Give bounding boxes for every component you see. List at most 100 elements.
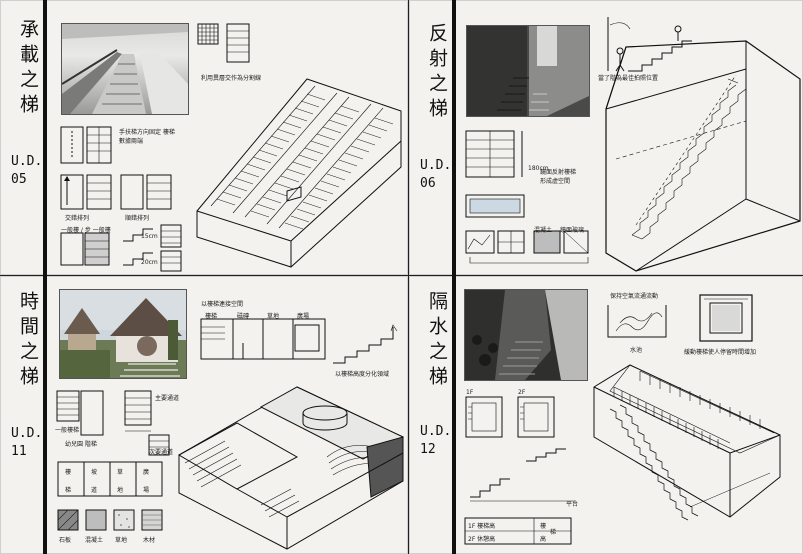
ud11-code: U.D. 11 xyxy=(11,425,42,461)
ud06-photo-mirror-stair xyxy=(466,25,590,117)
ud11-zone-table xyxy=(57,461,163,497)
ud12-plan-1f: 1F xyxy=(466,389,474,396)
ud12-title-char: 之 xyxy=(426,341,448,366)
ud12-isometric-stair xyxy=(593,364,781,521)
ud11-step-section xyxy=(333,324,398,364)
ud05-pattern-swatches xyxy=(197,23,250,63)
ud11-note-right-b: 次要通道 xyxy=(149,449,174,456)
ud11-note-right-a: 主要通道 xyxy=(155,395,180,402)
ud12-code-number: 12 xyxy=(420,442,436,457)
ud12-title: 隔水之梯 xyxy=(424,291,451,391)
ud12-photo-water-stair xyxy=(464,289,588,381)
ud05-title-char: 之 xyxy=(17,69,39,94)
ud06-title: 反射之梯 xyxy=(424,23,451,123)
ud11-zone-grass: 草地 xyxy=(267,313,280,320)
ud05-title-char: 載 xyxy=(17,44,39,69)
ud12-legend-2f: 2F 休憩高 xyxy=(468,536,496,543)
ud11-photo-drawing xyxy=(60,290,186,378)
ud06-code-prefix: U.D. xyxy=(420,158,452,173)
ud12-title-char: 隔 xyxy=(426,291,448,316)
ud05-title: 承載之梯 xyxy=(15,19,42,119)
ud11-title: 時間之梯 xyxy=(15,291,42,391)
ud12-legend-b-2: 梯 xyxy=(550,529,557,536)
ud11-table-cell: 樓 xyxy=(65,469,72,476)
ud06-photo-drawing xyxy=(467,26,589,116)
ud05-title-char: 梯 xyxy=(17,94,39,119)
ud11-material-concrete: 混凝土 xyxy=(85,537,104,544)
ud05-dim-b: 20cm xyxy=(141,259,158,266)
ud12-plan-2f: 2F xyxy=(518,389,526,396)
ud11-title-char: 梯 xyxy=(17,366,39,391)
ud05-note-layout-b: 順錯排列 xyxy=(125,215,150,222)
ud12-legend-b-1: 樓 xyxy=(540,523,547,530)
sheet-ud06: 反射之梯 U.D. 06 xyxy=(409,0,803,275)
ud11-zone-stair: 樓梯 xyxy=(205,313,218,320)
ud11-table-cell: 地 xyxy=(117,487,124,494)
ud06-note-person: 當了階為最佳拍照位置 xyxy=(598,75,659,82)
sheet-ud11: 時間之梯 U.D. 11 以樓梯連接空間 xyxy=(0,276,408,554)
ud11-photo-house xyxy=(59,289,187,379)
ud12-title-char: 水 xyxy=(426,316,448,341)
ud11-table-cell: 場 xyxy=(143,487,150,494)
ud11-code-prefix: U.D. xyxy=(11,426,43,441)
ud12-note-top: 保持空氣流通流動 xyxy=(610,293,659,300)
ud06-perspective-box xyxy=(605,40,801,272)
ud11-title-char: 時 xyxy=(17,291,39,316)
ud11-zone-tile: 磁磚 xyxy=(237,313,250,320)
ud05-title-char: 承 xyxy=(17,19,39,44)
ud11-code-number: 11 xyxy=(11,444,27,459)
ud11-zone-plaza: 廣場 xyxy=(297,313,310,320)
ud06-title-char: 之 xyxy=(426,73,448,98)
ud11-note-bottom: 以樓梯高度分化領域 xyxy=(335,371,390,378)
ud11-table-cell: 梯 xyxy=(65,487,72,494)
ud11-table-cell: 坡 xyxy=(91,469,98,476)
ud05-code-number: 05 xyxy=(11,172,27,187)
ud11-material-grass: 草地 xyxy=(115,537,128,544)
ud11-material-stone: 石板 xyxy=(59,537,72,544)
ud12-note-level: 平台 xyxy=(566,501,579,508)
ud11-stair-plans xyxy=(56,390,170,456)
ud05-code-prefix: U.D. xyxy=(11,154,43,169)
ud11-title-char: 之 xyxy=(17,341,39,366)
ud12-floor-plans xyxy=(465,396,555,438)
ud12-legend-box xyxy=(464,517,572,545)
ud05-photo-drawing xyxy=(61,24,188,114)
ud05-note-flow: 手扶梯方向固定 樓梯數據兩端 xyxy=(119,129,175,145)
ud06-code-number: 06 xyxy=(420,176,436,191)
ud12-plan-square xyxy=(699,294,753,342)
ud11-isometric-landscape xyxy=(177,386,405,550)
ud11-note-left-a: 一般樓梯 xyxy=(55,427,80,434)
ud12-title-char: 梯 xyxy=(426,366,448,391)
ud12-photo-drawing xyxy=(465,290,587,380)
ud05-dim-a: 15cm xyxy=(141,233,158,240)
ud06-material-glass: 鏡面玻璃 xyxy=(560,227,585,234)
ud11-title-char: 間 xyxy=(17,316,39,341)
ud06-material-concrete: 混凝土 xyxy=(534,227,553,234)
ud12-legend-1f: 1F 樓梯高 xyxy=(468,523,496,530)
ud12-pond-section xyxy=(607,305,667,338)
ud06-note-mirror: 鏡面反射樓梯 形成虛空間 xyxy=(540,169,577,185)
ud12-step-sections xyxy=(470,448,576,502)
ud06-code: U.D. 06 xyxy=(420,157,451,193)
ud11-material-swatches xyxy=(57,509,163,531)
ud05-isometric-stairs xyxy=(196,78,402,268)
ud11-note-left-b: 幼兒園 階梯 xyxy=(65,441,97,448)
ud05-section-details xyxy=(123,224,182,272)
ud05-flow-diagrams xyxy=(60,126,172,266)
ud11-note-flow: 以樓梯連接空間 xyxy=(201,301,244,308)
ud06-title-char: 梯 xyxy=(426,98,448,123)
ud06-dim: 180cm xyxy=(528,165,549,172)
ud12-note-water: 緩動樓梯使人停留時間增加 xyxy=(684,349,757,356)
ud12-code-prefix: U.D. xyxy=(420,424,452,439)
sheet-ud05: 承載之梯 U.D. 05 xyxy=(0,0,408,275)
ud11-zone-diagram xyxy=(200,318,326,360)
ud05-note-layout-a: 交錯排列 xyxy=(65,215,90,222)
ud11-table-cell: 廣 xyxy=(143,469,150,476)
ud06-title-char: 反 xyxy=(426,23,448,48)
ud05-code: U.D. 05 xyxy=(11,153,42,189)
ud05-note-top: 利用異層交作為分割線 xyxy=(201,75,262,82)
ud11-material-wood: 木材 xyxy=(143,537,156,544)
sheet-ud12: 隔水之梯 U.D. 12 保持空氣流通流動 水池 xyxy=(409,276,803,554)
board-divider-vertical-right xyxy=(452,0,456,554)
